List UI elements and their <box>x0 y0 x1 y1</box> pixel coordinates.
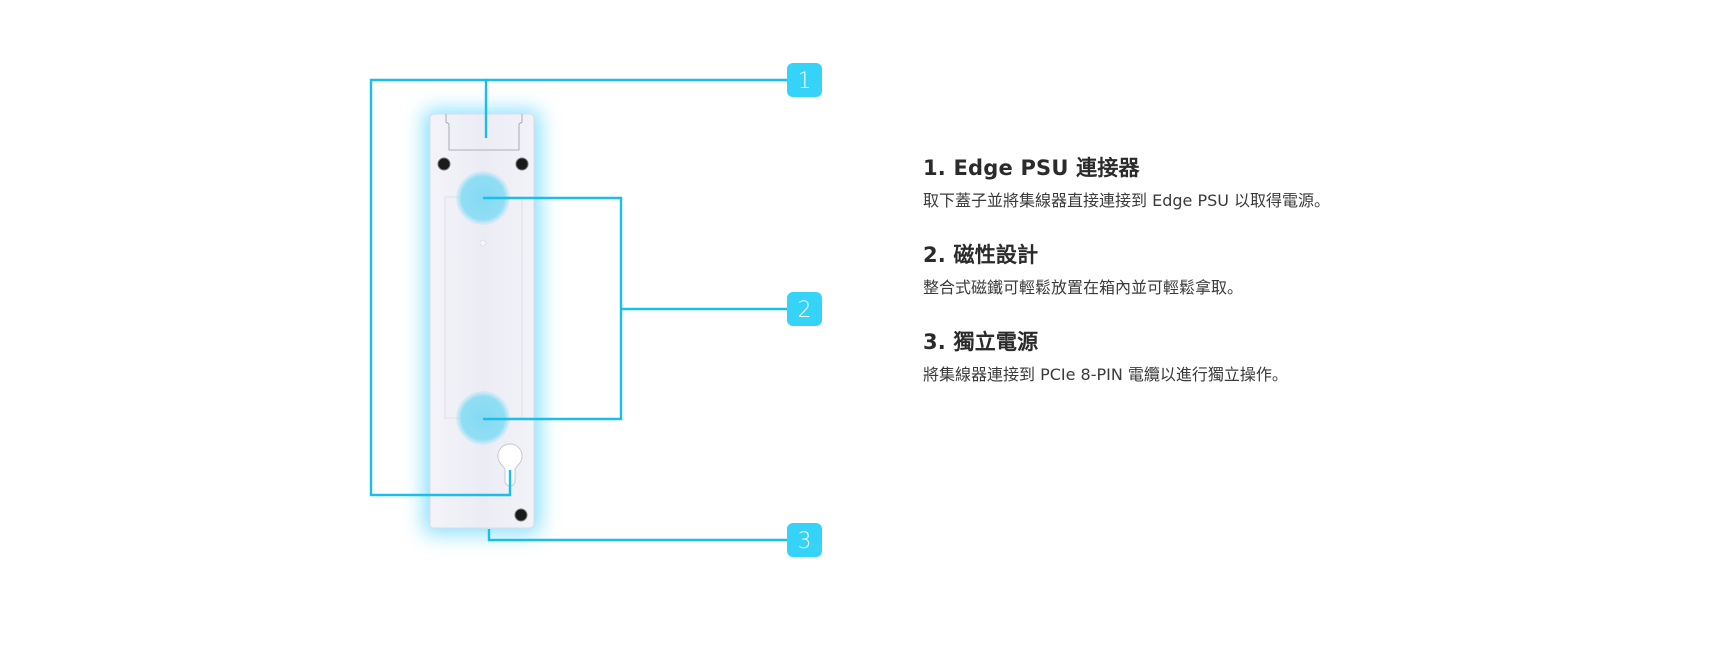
badge-number: 1 <box>798 69 812 94</box>
feature-description: 整合式磁鐵可輕鬆放置在箱內並可輕鬆拿取。 <box>923 278 1244 297</box>
feature-item: 1. Edge PSU 連接器 取下蓋子並將集線器直接連接到 Edge PSU … <box>923 153 1623 212</box>
leader-lines <box>369 78 788 542</box>
screw-icon <box>514 508 528 522</box>
callout-badge-2: 2 <box>787 292 822 326</box>
connector-cover <box>445 114 523 151</box>
feature-list: 1. Edge PSU 連接器 取下蓋子並將集線器直接連接到 Edge PSU … <box>923 153 1623 414</box>
feature-description: 將集線器連接到 PCIe 8-PIN 電纜以進行獨立操作。 <box>923 365 1288 384</box>
callout-badge-1: 1 <box>787 63 822 97</box>
feature-title: 3. 獨立電源 <box>923 330 1039 354</box>
badge-number: 2 <box>798 298 812 323</box>
feature-title: 2. 磁性設計 <box>923 243 1039 267</box>
feature-title: 1. Edge PSU 連接器 <box>923 156 1140 180</box>
feature-item: 3. 獨立電源 將集線器連接到 PCIe 8-PIN 電纜以進行獨立操作。 <box>923 327 1623 386</box>
screw-icon <box>437 157 451 171</box>
screw-icon <box>515 157 529 171</box>
feature-item: 2. 磁性設計 整合式磁鐵可輕鬆放置在箱內並可輕鬆拿取。 <box>923 240 1623 299</box>
callout-3-line <box>487 529 788 542</box>
callout-badge-3: 3 <box>787 523 822 557</box>
callout-1-line <box>369 78 512 497</box>
pin-dot <box>479 239 487 247</box>
badge-number: 3 <box>798 529 812 554</box>
hub-device <box>424 110 540 534</box>
feature-description: 取下蓋子並將集線器直接連接到 Edge PSU 以取得電源。 <box>923 191 1331 210</box>
